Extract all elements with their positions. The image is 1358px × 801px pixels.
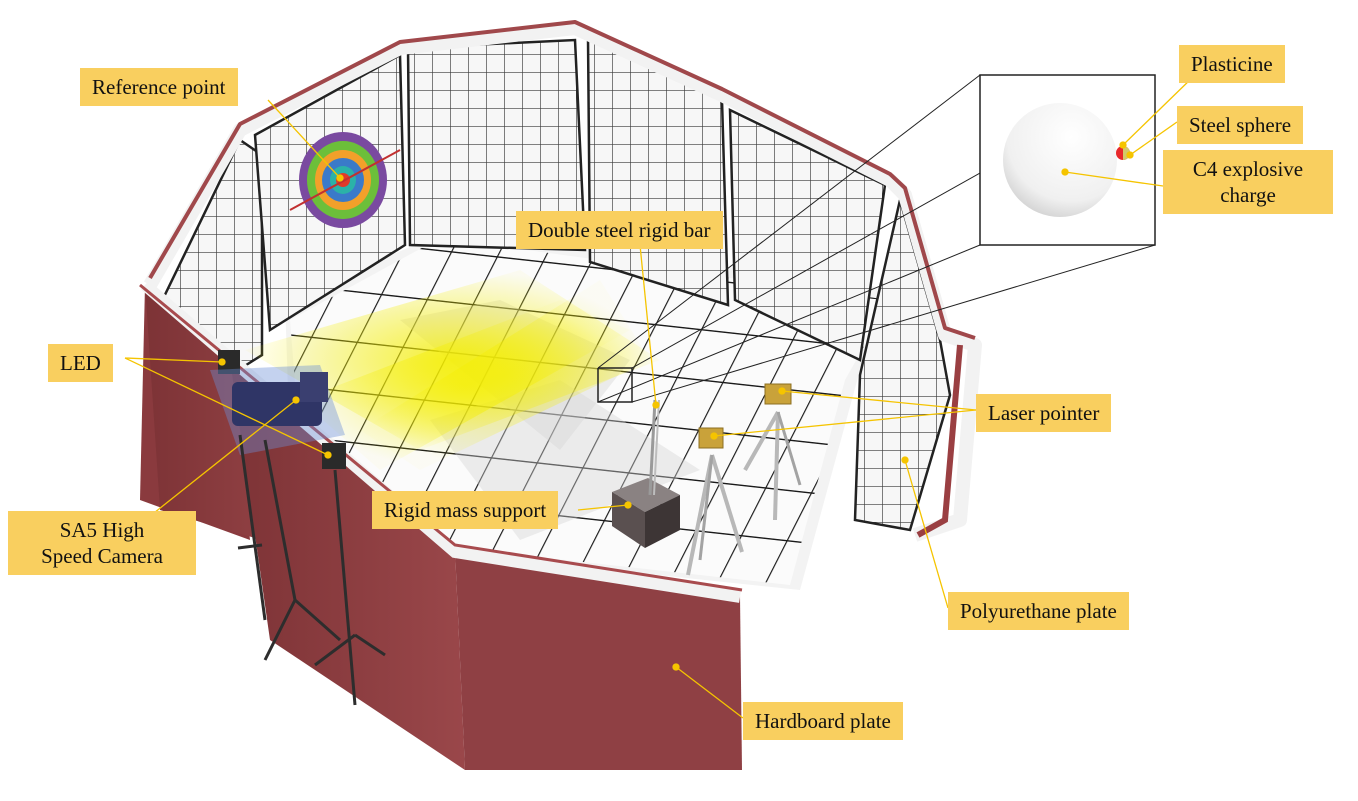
laser-pointer-2	[764, 383, 792, 405]
label-polyurethane-plate: Polyurethane plate	[948, 592, 1129, 630]
label-camera-line2: Speed Camera	[41, 544, 163, 568]
label-reference-point: Reference point	[80, 68, 238, 106]
hardboard-plate-left	[230, 360, 465, 770]
wall-caps	[143, 20, 982, 542]
label-led: LED	[48, 344, 113, 382]
c4-charge-sphere	[1003, 103, 1117, 217]
leader-lines	[119, 74, 1196, 719]
polyurethane-plate-right	[853, 199, 952, 532]
label-steel-sphere: Steel sphere	[1177, 106, 1304, 144]
label-c4-line2: charge	[1220, 183, 1276, 207]
hardboard-plate-front	[455, 550, 742, 770]
label-double-steel-bar: Double steel rigid bar	[516, 211, 723, 249]
double-steel-bar	[648, 399, 657, 496]
label-camera-line1: SA5 High	[59, 518, 145, 542]
label-c4-explosive-charge: C4 explosive charge	[1163, 150, 1333, 214]
led-light-beams	[245, 270, 660, 470]
zoom-inset	[597, 74, 1156, 403]
camera-rig	[210, 350, 386, 706]
label-high-speed-camera: SA5 High Speed Camera	[8, 511, 196, 575]
high-speed-camera	[232, 382, 322, 426]
label-rigid-mass-support: Rigid mass support	[372, 491, 559, 529]
led-1	[218, 350, 240, 374]
label-laser-pointer: Laser pointer	[976, 394, 1112, 432]
label-plasticine: Plasticine	[1179, 45, 1285, 83]
label-c4-line1: C4 explosive	[1192, 157, 1304, 181]
label-hardboard-plate: Hardboard plate	[743, 702, 903, 740]
